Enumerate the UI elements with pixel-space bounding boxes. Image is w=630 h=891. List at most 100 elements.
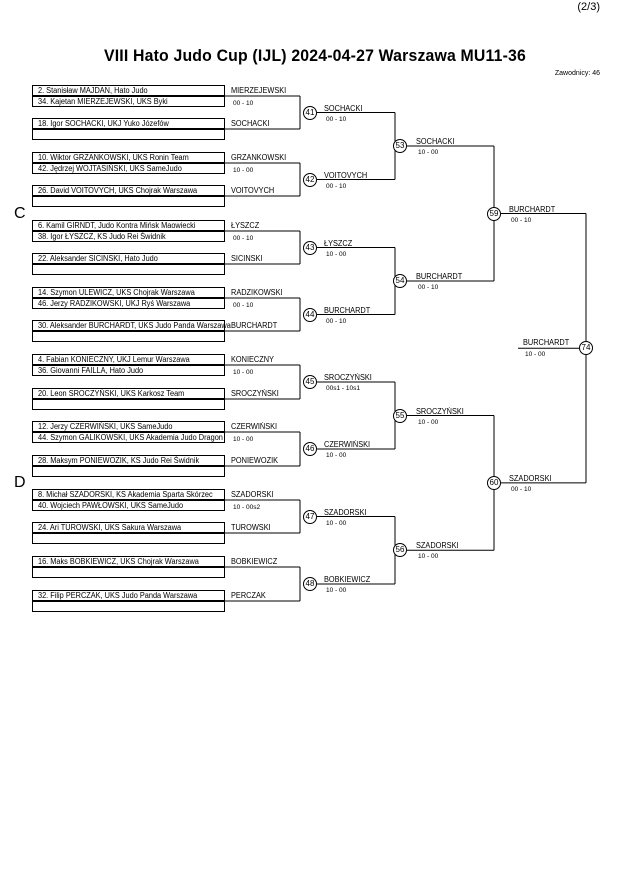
entry-name: 34. Kajetan MIERZEJEWSKI, UKS Byki	[38, 97, 168, 106]
pool-label-d: D	[14, 474, 26, 491]
round2-score: 00 - 10	[326, 182, 347, 190]
bye-name: SICINSKI	[231, 254, 263, 263]
round2-score: 00 - 10	[326, 317, 347, 325]
entry-name: 4. Fabian KONIECZNY, UKJ Lemur Warszawa	[38, 355, 190, 364]
entry-box	[32, 590, 225, 601]
round3-score: 10 - 00	[418, 418, 439, 426]
round3-score: 00 - 10	[418, 284, 439, 291]
match-number-circle: 53	[393, 139, 407, 153]
entry-box	[32, 220, 225, 231]
entry-name: 10. Wiktor GRZANKOWSKI, UKS Ronin Team	[38, 153, 189, 162]
round2-score: 10 - 00	[326, 587, 347, 594]
entry-box	[32, 231, 225, 242]
entry-box	[32, 489, 225, 500]
round1-score: 00 - 10	[233, 100, 254, 107]
entry-box	[32, 399, 225, 410]
entry-box	[32, 298, 225, 309]
round2-score: 00 - 10	[326, 115, 347, 123]
entry-name: 8. Michał SZADORSKI, KS Akademia Sparta …	[38, 490, 213, 499]
entry-name: 32. Filip PERCZAK, UKS Judo Panda Warsza…	[38, 591, 198, 600]
bye-name: BOBKIEWICZ	[231, 557, 278, 566]
entry-name: 38. Igor ŁYSZCZ, KS Judo Rei Świdnik	[38, 232, 166, 241]
competitor-count: Zawodnicy: 46	[554, 70, 600, 77]
round1-score: 10 - 00	[233, 436, 254, 443]
match-number-circle: 56	[393, 543, 407, 558]
round2-winner: BOBKIEWICZ	[324, 575, 371, 584]
bye-name: PONIEWOZIK	[231, 456, 279, 465]
entry-name: 22. Aleksander SICINSKI, Hato Judo	[38, 254, 158, 263]
entry-box	[32, 365, 225, 376]
round2-score: 10 - 00	[326, 452, 347, 459]
match-number-circle: 43	[303, 240, 317, 255]
entry-box	[32, 185, 225, 196]
entry-name: 46. Jerzy RADZIKOWSKI, UKJ Ryś Warszawa	[38, 299, 191, 308]
round4-winner: BURCHARDT	[509, 204, 556, 214]
entry-box	[32, 567, 225, 578]
entry-box	[32, 264, 225, 275]
round1-score: 10 - 00s2	[233, 504, 261, 511]
round3-winner: SZADORSKI	[416, 541, 459, 551]
entry-box	[32, 601, 225, 612]
entry-name: 2. Stanisław MAJDAN, Hato Judo	[38, 86, 148, 95]
bye-name: VOITOVYCH	[231, 186, 275, 195]
entry-name: 44. Szymon GALIKOWSKI, UKS Akademia Judo…	[38, 433, 223, 442]
entry-box	[32, 196, 225, 207]
round2-winner: BURCHARDT	[324, 305, 371, 315]
match-number-circle: 59	[487, 206, 501, 221]
round1-score: 10 - 00	[233, 369, 254, 376]
entry-name: 40. Wojciech PAWŁOWSKI, UKS SameJudo	[38, 501, 184, 510]
match-number-circle: 41	[303, 105, 317, 120]
page-number: (2/3)	[577, 1, 600, 13]
entry-name: 12. Jerzy CZERWIŃSKI, UKS SameJudo	[38, 422, 173, 431]
entry-box	[32, 522, 225, 533]
round1-score: 10 - 00	[233, 167, 254, 174]
entry-box	[32, 388, 225, 399]
round2-winner: SROCZYŃSKI	[324, 373, 372, 382]
entry-box	[32, 129, 225, 140]
entry-box	[32, 320, 225, 331]
round1-winner: SZADORSKI	[231, 490, 274, 499]
round1-score: 00 - 10	[233, 302, 254, 309]
entry-box	[32, 152, 225, 163]
bye-name: PERCZAK	[231, 591, 266, 600]
entry-name: 18. Igor SOCHACKI, UKJ Yuko Józefów	[38, 119, 169, 128]
entry-box	[32, 432, 225, 443]
entry-name: 42. Jędrzej WOJTASIŃSKI, UKS SameJudo	[38, 164, 182, 173]
entry-box	[32, 533, 225, 544]
bye-name: TUROWSKI	[231, 523, 271, 532]
entry-box	[32, 455, 225, 466]
round4-score: 00 - 10	[511, 216, 532, 224]
entry-box	[32, 500, 225, 511]
final-score: 10 - 00	[525, 351, 546, 359]
bye-name: SOCHACKI	[231, 119, 270, 128]
bye-name: BURCHARDT	[231, 321, 278, 330]
match-number-circle: 47	[303, 509, 317, 524]
entry-box	[32, 85, 225, 96]
round3-winner: BURCHARDT	[416, 272, 463, 281]
round2-winner: CZERWIŃSKI	[324, 440, 371, 449]
match-number-circle: 44	[303, 307, 317, 322]
pool-label-c: C	[14, 205, 26, 222]
entry-name: 6. Kamil GIRNDT, Judo Kontra Mińsk Maowi…	[38, 221, 196, 230]
entry-name: 30. Aleksander BURCHARDT, UKS Judo Panda…	[38, 321, 231, 330]
round3-score: 10 - 00	[418, 553, 439, 561]
entry-box	[32, 466, 225, 477]
entry-name: 14. Szymon ULEWICZ, UKS Chojrak Warszawa	[38, 288, 195, 297]
entry-box	[32, 421, 225, 432]
round4-winner: SZADORSKI	[509, 473, 552, 483]
entry-name: 28. Maksym PONIEWOZIK, KS Judo Rei Świdn…	[38, 456, 200, 465]
entry-box	[32, 163, 225, 174]
round1-winner: RADZIKOWSKI	[231, 288, 283, 297]
entry-box	[32, 287, 225, 298]
match-number-circle: 74	[579, 341, 593, 356]
round2-score: 10 - 00	[326, 250, 347, 258]
round2-winner: ŁYSZCZ	[324, 238, 353, 248]
match-number-circle: 42	[303, 172, 317, 187]
entry-box	[32, 556, 225, 567]
entry-name: 36. Giovanni FAILLA, Hato Judo	[38, 366, 144, 375]
round4-score: 00 - 10	[511, 485, 532, 493]
round1-score: 00 - 10	[233, 235, 254, 242]
page-title: VIII Hato Judo Cup (IJL) 2024-04-27 Wars…	[103, 46, 527, 65]
match-number-circle: 46	[303, 442, 317, 456]
round2-winner: VOITOVYCH	[324, 170, 368, 180]
